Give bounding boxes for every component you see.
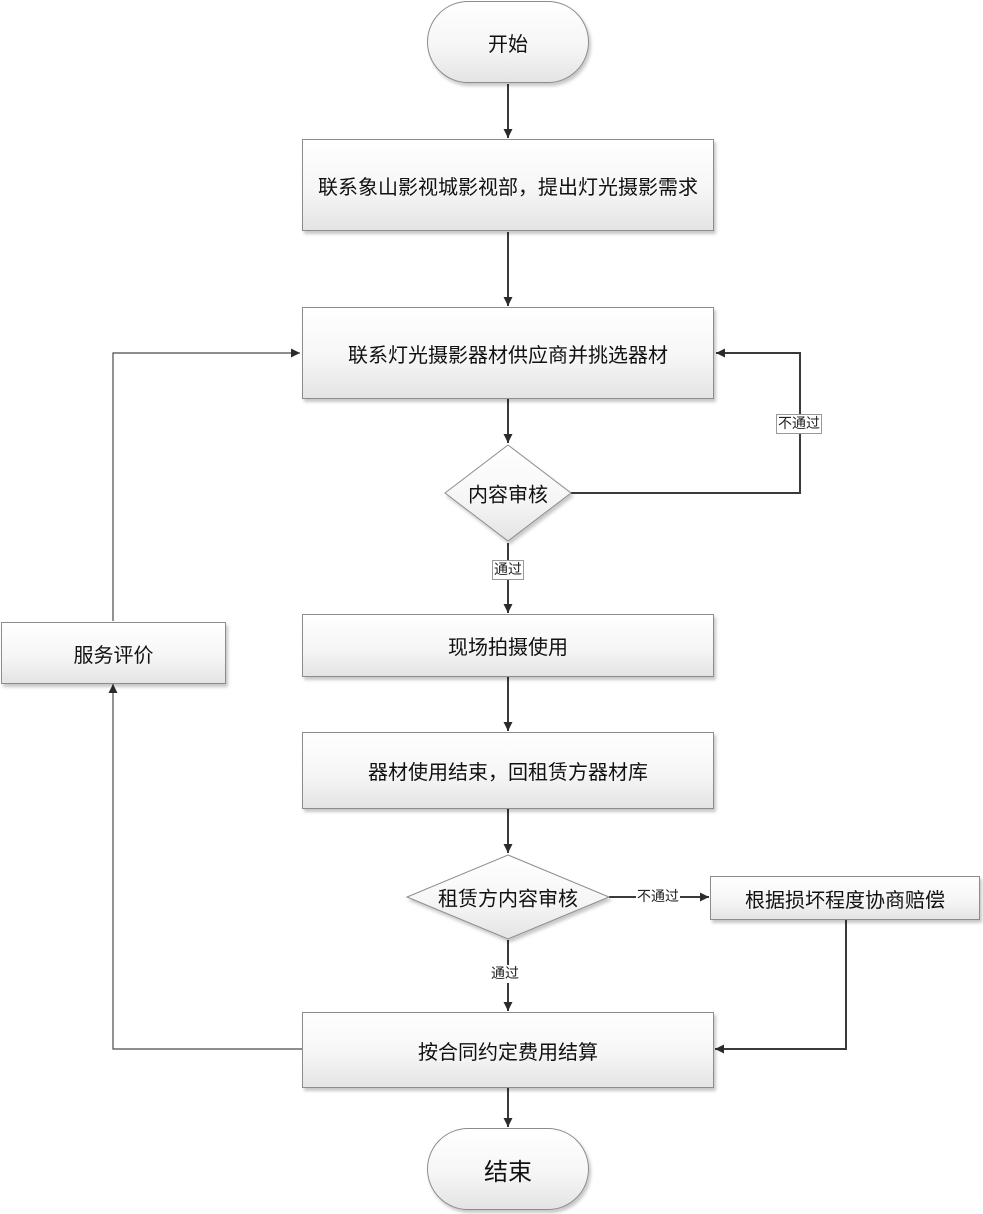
start-label: 开始	[488, 31, 528, 56]
process-service-evaluation-label: 服务评价	[73, 642, 154, 667]
edge-label-lessor-pass: 通过	[490, 965, 520, 983]
decision-lessor-review-label: 租赁方内容审核	[438, 886, 578, 911]
decision-lessor-review	[405, 854, 611, 940]
process-contact-dept-label: 联系象山影视城影视部，提出灯光摄影需求	[318, 174, 698, 199]
decision-content-review	[444, 444, 572, 542]
process-return-equipment-label: 器材使用结束，回租赁方器材库	[368, 760, 648, 784]
process-contact-dept: 联系象山影视城影视部，提出灯光摄影需求	[302, 139, 714, 231]
process-select-equipment-label: 联系灯光摄影器材供应商并挑选器材	[348, 342, 668, 367]
process-service-evaluation: 服务评价	[1, 622, 226, 684]
process-settlement-label: 按合同约定费用结算	[418, 1039, 598, 1064]
edge-label-lessor-fail: 不通过	[636, 888, 680, 906]
edge-evaluation-to-select	[112, 348, 300, 621]
process-onsite-use: 现场拍摄使用	[302, 614, 714, 677]
process-compensation: 根据损坏程度协商赔偿	[710, 876, 980, 920]
edge-compensation-to-settlement	[715, 920, 847, 1054]
process-onsite-use-label: 现场拍摄使用	[448, 635, 568, 659]
end-terminal: 结束	[427, 1128, 589, 1210]
decision-content-review-label: 内容审核	[468, 482, 548, 507]
edge-settlement-to-evaluation	[108, 684, 302, 1050]
end-label: 结束	[484, 1157, 532, 1186]
process-settlement: 按合同约定费用结算	[302, 1012, 714, 1088]
process-select-equipment: 联系灯光摄影器材供应商并挑选器材	[302, 307, 714, 399]
edge-label-review-fail: 不通过	[776, 414, 822, 434]
process-return-equipment: 器材使用结束，回租赁方器材库	[302, 732, 714, 809]
process-compensation-label: 根据损坏程度协商赔偿	[745, 887, 945, 912]
start-terminal: 开始	[427, 1, 589, 83]
edge-label-review-pass: 通过	[492, 560, 524, 580]
